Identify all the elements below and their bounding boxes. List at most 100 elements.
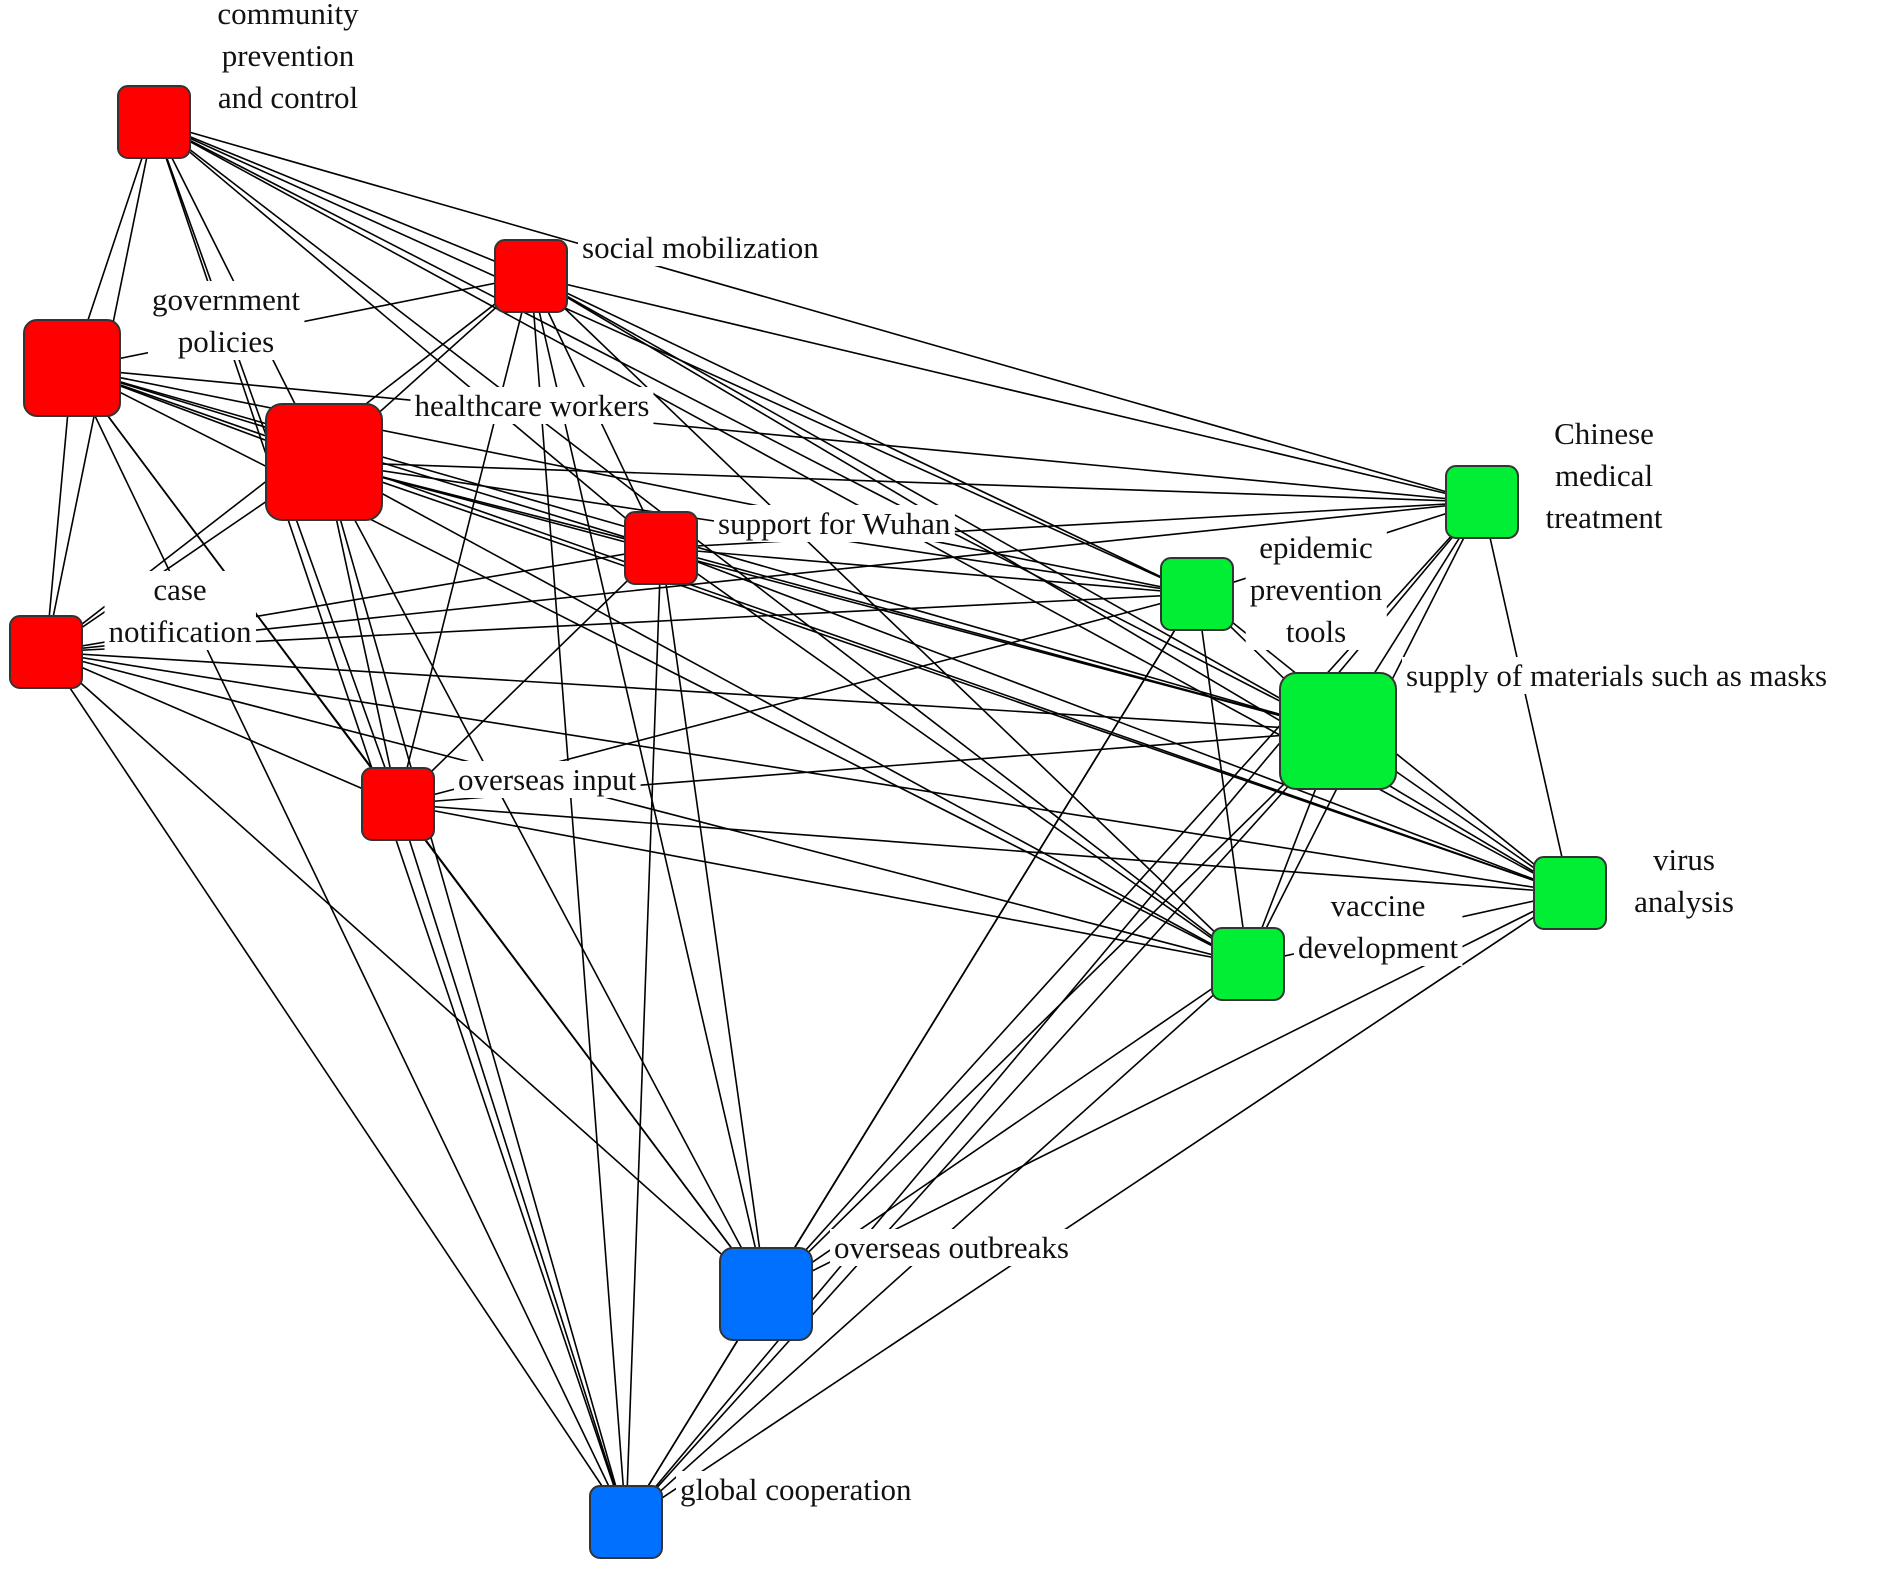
node-social-mobilization-label-line: social mobilization: [582, 230, 819, 265]
edge-wuhan-virus: [660, 547, 1571, 894]
node-overseas-outbreaks[interactable]: [719, 1247, 813, 1341]
edge-case-overseas_input: [45, 651, 399, 805]
node-supply-of-materials[interactable]: [1279, 672, 1397, 790]
node-government-policies-label-line: policies: [178, 324, 274, 359]
node-healthcare-workers-label-line: healthcare workers: [415, 388, 650, 423]
node-vaccine-development-box: [1211, 927, 1285, 1001]
node-global-cooperation-box: [589, 1485, 663, 1559]
node-community-prevention-label-line: and control: [218, 80, 358, 115]
node-case-notification[interactable]: [9, 615, 83, 689]
edge-case-masks: [45, 651, 1339, 732]
edge-overseas_input-global: [397, 803, 627, 1523]
node-support-for-wuhan-label-bg: [714, 505, 955, 542]
node-epidemic-prevention-tools-label-line: tools: [1286, 614, 1346, 649]
node-case-notification-label-line: case: [153, 572, 206, 607]
node-chinese-medical-treatment-label-bg: [1541, 415, 1667, 536]
edge-government-chinese: [71, 367, 1483, 503]
edge-social-tools: [530, 275, 1198, 595]
edge-government-global: [71, 367, 627, 1523]
node-epidemic-prevention-tools[interactable]: [1160, 557, 1234, 631]
node-community-prevention[interactable]: [117, 85, 191, 159]
node-epidemic-prevention-tools-label-line: epidemic: [1259, 530, 1373, 565]
node-global-cooperation-label-line: global cooperation: [680, 1472, 912, 1507]
edge-wuhan-overseas_input: [397, 547, 662, 805]
edge-overseas_input-outbreaks: [397, 803, 767, 1295]
edge-chinese-virus: [1481, 501, 1571, 894]
node-global-cooperation-label: global cooperation: [680, 1472, 912, 1507]
node-overseas-outbreaks-label: overseas outbreaks: [834, 1230, 1069, 1265]
node-healthcare-workers-label-bg: [410, 387, 654, 424]
edge-community-masks: [153, 121, 1339, 732]
edge-healthcare-chinese: [323, 461, 1483, 503]
node-supply-of-materials-label: supply of materials such as masks: [1406, 658, 1827, 693]
node-overseas-input[interactable]: [361, 767, 435, 841]
edge-masks-global: [625, 730, 1339, 1523]
node-community-prevention-label-line: community: [217, 0, 359, 31]
node-chinese-medical-treatment-label-line: treatment: [1545, 500, 1662, 535]
edge-case-chinese: [45, 501, 1483, 653]
edge-virus-global: [625, 892, 1571, 1523]
edge-healthcare-global: [323, 461, 627, 1523]
node-epidemic-prevention-tools-label-bg: [1245, 529, 1387, 650]
node-social-mobilization-box: [494, 239, 568, 313]
node-overseas-input-label: overseas input: [458, 762, 637, 797]
node-chinese-medical-treatment[interactable]: [1445, 465, 1519, 539]
node-global-cooperation-label-bg: [676, 1471, 917, 1508]
node-chinese-medical-treatment-box: [1445, 465, 1519, 539]
node-virus-analysis-box: [1533, 856, 1607, 930]
node-vaccine-development[interactable]: [1211, 927, 1285, 1001]
node-social-mobilization-label: social mobilization: [582, 230, 819, 265]
edge-wuhan-outbreaks: [660, 547, 767, 1295]
node-support-for-wuhan[interactable]: [624, 511, 698, 585]
edge-overseas_input-virus: [397, 803, 1571, 894]
node-government-policies[interactable]: [23, 319, 121, 417]
node-overseas-input-label-bg: [454, 761, 641, 798]
nodes-layer: [9, 85, 1607, 1559]
edge-healthcare-masks: [323, 461, 1339, 732]
edge-government-vaccine: [71, 367, 1249, 965]
edge-social-overseas_input: [397, 275, 532, 805]
edge-community-chinese: [153, 121, 1483, 503]
edge-overseas_input-vaccine: [397, 803, 1249, 965]
node-community-prevention-box: [117, 85, 191, 159]
node-case-notification-label-bg: [104, 571, 256, 650]
node-case-notification-label-line: notification: [109, 614, 252, 649]
edge-healthcare-virus: [323, 461, 1571, 894]
node-overseas-input-box: [361, 767, 435, 841]
node-social-mobilization[interactable]: [494, 239, 568, 313]
edge-government-tools: [71, 367, 1198, 595]
edge-wuhan-tools: [660, 547, 1198, 595]
edge-social-global: [530, 275, 627, 1523]
node-case-notification-label: case notification: [109, 572, 252, 649]
node-chinese-medical-treatment-label-line: medical: [1555, 458, 1653, 493]
edge-case-outbreaks: [45, 651, 767, 1295]
node-vaccine-development-label-line: vaccine: [1331, 888, 1426, 923]
node-supply-of-materials-label-bg: [1402, 657, 1832, 694]
node-community-prevention-label-bg: [213, 0, 364, 116]
node-supply-of-materials-label-line: supply of materials such as masks: [1406, 658, 1827, 693]
node-epidemic-prevention-tools-box: [1160, 557, 1234, 631]
edge-masks-outbreaks: [765, 730, 1339, 1295]
node-supply-of-materials-box: [1279, 672, 1397, 790]
node-epidemic-prevention-tools-label-line: prevention: [1250, 572, 1383, 607]
node-overseas-outbreaks-label-line: overseas outbreaks: [834, 1230, 1069, 1265]
node-global-cooperation[interactable]: [589, 1485, 663, 1559]
node-healthcare-workers[interactable]: [265, 403, 383, 521]
edge-community-wuhan: [153, 121, 662, 549]
node-government-policies-label-bg: [147, 281, 305, 360]
edge-wuhan-global: [625, 547, 662, 1523]
edge-social-virus: [530, 275, 1571, 894]
edge-healthcare-vaccine: [323, 461, 1249, 965]
node-social-mobilization-label-bg: [578, 229, 824, 266]
node-overseas-input-label-line: overseas input: [458, 762, 637, 797]
node-virus-analysis-label-line: analysis: [1634, 884, 1734, 919]
node-virus-analysis[interactable]: [1533, 856, 1607, 930]
node-support-for-wuhan-label-line: support for Wuhan: [718, 506, 951, 541]
node-government-policies-label-line: government: [152, 282, 300, 317]
